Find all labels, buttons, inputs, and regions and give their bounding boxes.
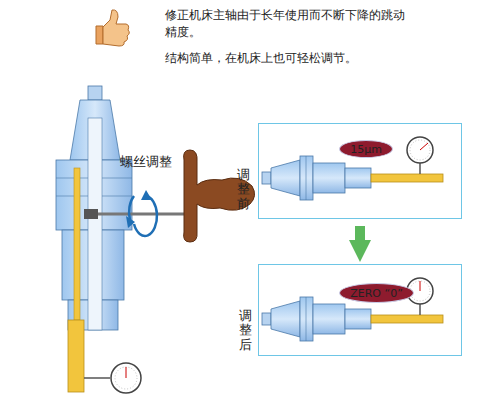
note-text: 结构简单，在机床上也可轻松调节。 [165,50,405,67]
result-panel: 调整后ZERO “0” [258,264,462,356]
panel-heading: 调整后 [239,309,252,352]
adjust-label: 螺丝调整 [120,153,172,172]
panel-heading: 调整前 [237,168,250,211]
thumb-icon [96,10,129,46]
tool-holder [56,86,132,392]
value-badge: 15μm [339,140,393,158]
flow-arrow [355,226,365,251]
note-text: 修正机床主轴由于长年使用而不断下降的跳动精度。 [165,7,405,42]
panel-holder-after [262,278,443,341]
result-panel: 调整前15μm [258,123,462,219]
badge-value: 15μm [350,143,382,156]
panel-holder-before [262,137,443,200]
value-badge: ZERO “0” [339,283,414,303]
rotation-arrow [126,190,157,236]
hex-wrench [98,150,255,242]
badge-value: ZERO “0” [350,287,403,300]
dial-indicator [84,363,141,393]
